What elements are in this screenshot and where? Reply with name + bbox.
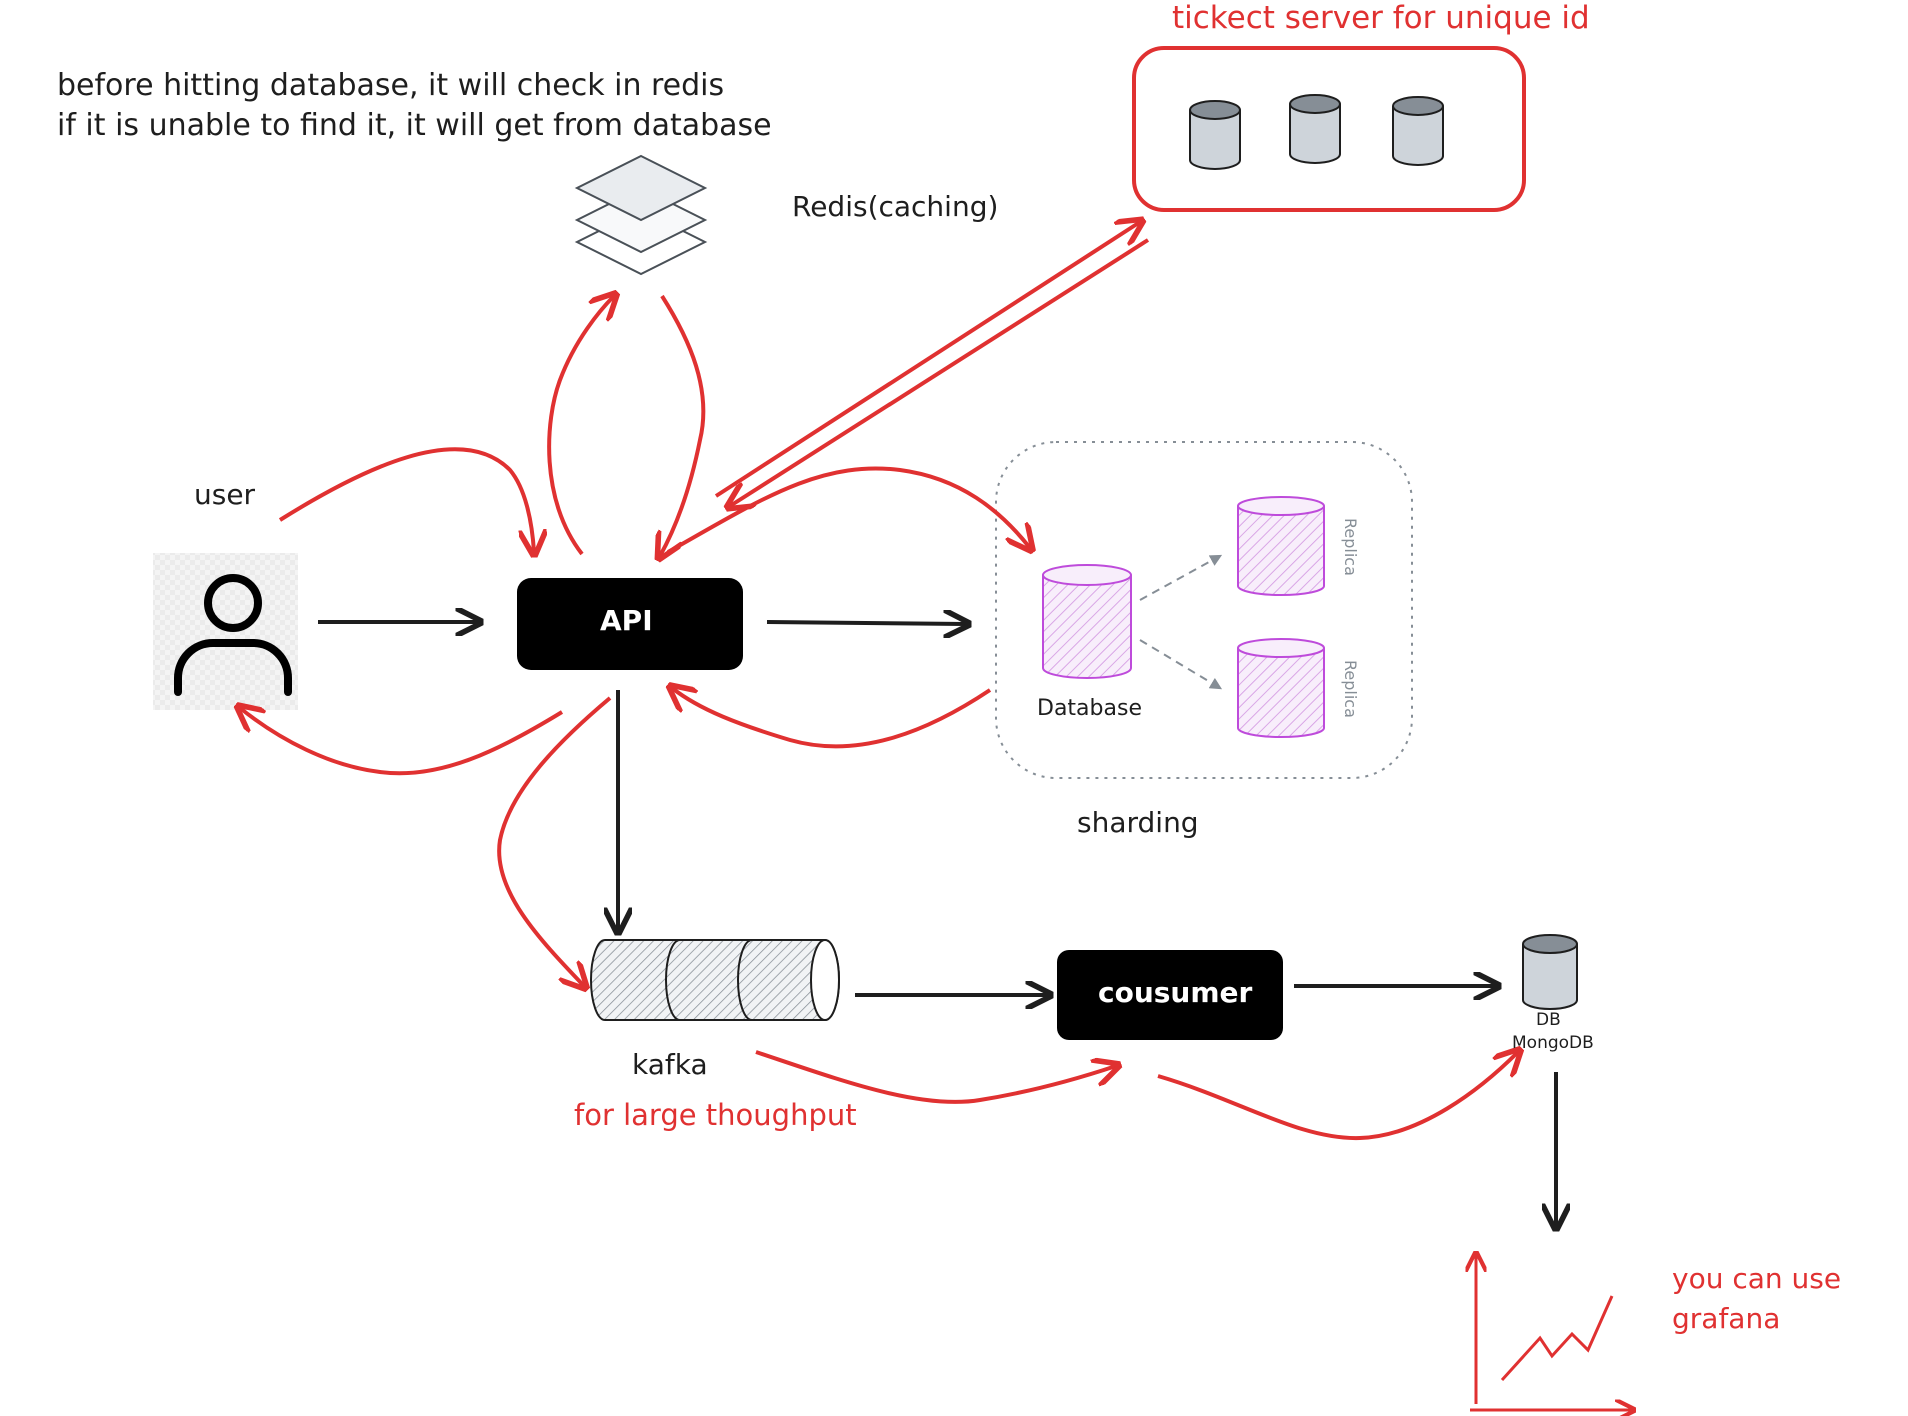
database-label: Database <box>1037 696 1142 721</box>
ticket-server-title: tickect server for unique id <box>1172 0 1590 36</box>
replica-arrow <box>1139 639 1223 690</box>
red-arrow-ticket-to-api <box>730 238 1150 506</box>
mongodb-cylinder-icon <box>1522 934 1578 1010</box>
ticket-db-icon <box>1289 94 1341 164</box>
red-arrow-api-to-redis <box>547 296 614 556</box>
line-chart-icon <box>1470 1255 1632 1410</box>
db-small-label: DB <box>1536 1010 1561 1030</box>
redis-label: Redis(caching) <box>792 190 999 223</box>
grafana-note-line2: grafana <box>1672 1302 1781 1335</box>
red-arrow-database-to-api <box>672 688 992 749</box>
red-arrow-api-to-kafka <box>497 696 612 986</box>
replica-label: Replica <box>1341 518 1360 576</box>
redis-note-line2: if it is unable to find it, it will get … <box>57 108 772 143</box>
arrow-api-to-database <box>766 622 966 624</box>
database-cylinder-icon <box>1042 564 1132 679</box>
replica-cylinder-icon <box>1237 496 1325 596</box>
red-arrow-api-to-database <box>667 466 1030 552</box>
sharding-group <box>995 441 1413 779</box>
ticket-server-box <box>1132 46 1526 212</box>
kafka-label: kafka <box>632 1048 708 1081</box>
api-label: API <box>600 604 653 637</box>
red-arrow-api-to-user <box>240 708 564 776</box>
user-icon <box>153 553 298 710</box>
ticket-db-icon <box>1392 96 1444 166</box>
consumer-box <box>1057 950 1283 1040</box>
user-label: user <box>194 478 256 511</box>
replica-label: Replica <box>1341 660 1360 718</box>
red-arrow-consumer-to-mongodb <box>1157 1052 1518 1141</box>
grafana-note-line1: you can use <box>1672 1262 1842 1295</box>
queue-cylinder-icon <box>590 939 840 1021</box>
replica-cylinder-icon <box>1237 638 1325 738</box>
red-arrow-api-to-ticket <box>714 222 1140 498</box>
kafka-note: for large thoughput <box>574 1098 857 1132</box>
replica-arrow <box>1139 554 1223 601</box>
api-box <box>517 578 743 670</box>
ticket-server-group <box>1132 46 1526 212</box>
red-arrow-redis-to-api <box>660 294 706 556</box>
mongodb-label: MongoDB <box>1512 1033 1594 1053</box>
consumer-label: cousumer <box>1098 976 1253 1009</box>
ticket-db-icon <box>1189 100 1241 170</box>
red-arrow-user-to-api <box>278 447 534 552</box>
redis-note-line1: before hitting database, it will check i… <box>57 68 725 103</box>
red-arrow-kafka-to-consumer <box>755 1050 1116 1104</box>
layers-icon <box>574 154 708 276</box>
sharding-label: sharding <box>1077 806 1199 839</box>
